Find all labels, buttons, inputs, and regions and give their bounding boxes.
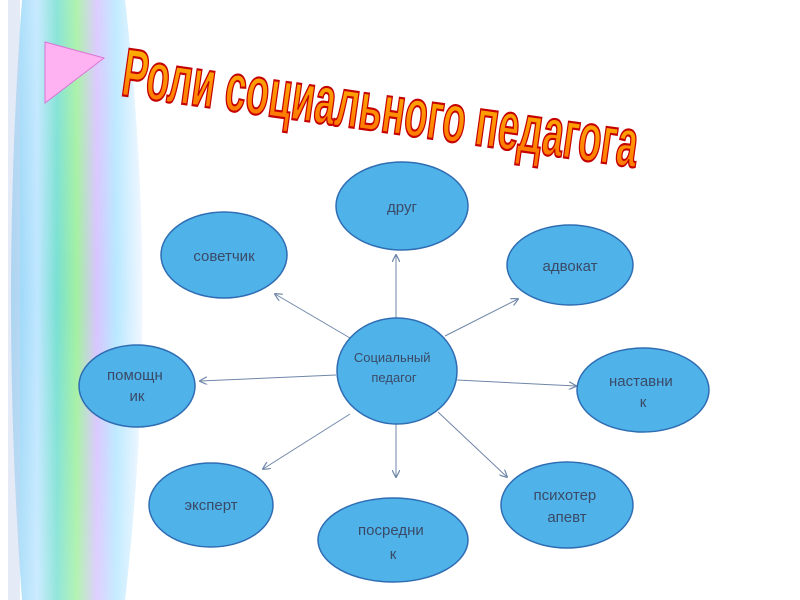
arrow-to-sovetchik — [275, 294, 351, 339]
arrow-to-nastavnik — [456, 379, 576, 386]
svg-text:психотер апевт: психотер апевт — [534, 487, 601, 526]
role-node-sovetchik: советчик — [160, 211, 288, 299]
pink-triangle-decoration — [44, 41, 106, 105]
svg-text:помощн ик: помощн ик — [107, 367, 167, 405]
role-label-pomoshchnik-line-1: помощн — [107, 367, 163, 384]
role-label-advokat: адвокат — [542, 258, 597, 275]
role-label-drug: друг — [387, 199, 417, 216]
arrow-to-psikhoterapevt — [437, 411, 507, 477]
role-label-pomoshchnik-line-2: ик — [130, 388, 145, 405]
role-node-psikhoterapevt: психотер апевт — [500, 461, 634, 549]
role-label-ekspert: эксперт — [184, 497, 237, 514]
svg-text:адвокат: адвокат — [542, 258, 597, 275]
role-node-ekspert: эксперт — [148, 462, 274, 548]
role-label-nastavnik-line-2: к — [640, 394, 647, 411]
arrow-to-ekspert — [263, 413, 351, 469]
center-label-line-2: педагог — [371, 370, 416, 385]
title-graphic: Роли социального педагога — [117, 33, 645, 183]
role-label-psikhoterapevt-line-2: апевт — [547, 509, 586, 526]
arrow-to-advokat — [444, 299, 518, 337]
svg-text:наставни к: наставни к — [609, 373, 677, 411]
role-label-sovetchik: советчик — [193, 248, 255, 265]
role-node-posrednik: посредни к — [317, 497, 469, 583]
role-node-drug: друг — [335, 161, 469, 251]
center-node: Социальный педагог — [336, 317, 458, 425]
svg-text:Социальный педагог: Социальный педагог — [354, 350, 434, 385]
role-node-pomoshchnik: помощн ик — [78, 344, 196, 428]
svg-text:друг: друг — [387, 199, 417, 216]
role-node-advokat: адвокат — [506, 224, 634, 306]
decorative-gradient-column — [0, 0, 160, 600]
role-label-psikhoterapevt-line-1: психотер — [534, 487, 597, 504]
svg-text:посредни к: посредни к — [358, 522, 428, 563]
role-label-nastavnik-line-1: наставни — [609, 373, 673, 390]
role-label-posrednik-line-1: посредни — [358, 522, 424, 539]
role-node-nastavnik: наставни к — [576, 347, 710, 433]
svg-text:эксперт: эксперт — [184, 497, 237, 514]
svg-text:советчик: советчик — [193, 248, 255, 265]
role-label-posrednik-line-2: к — [390, 546, 397, 563]
arrow-to-pomoshchnik — [200, 374, 337, 381]
center-label-line-1: Социальный — [354, 350, 431, 365]
